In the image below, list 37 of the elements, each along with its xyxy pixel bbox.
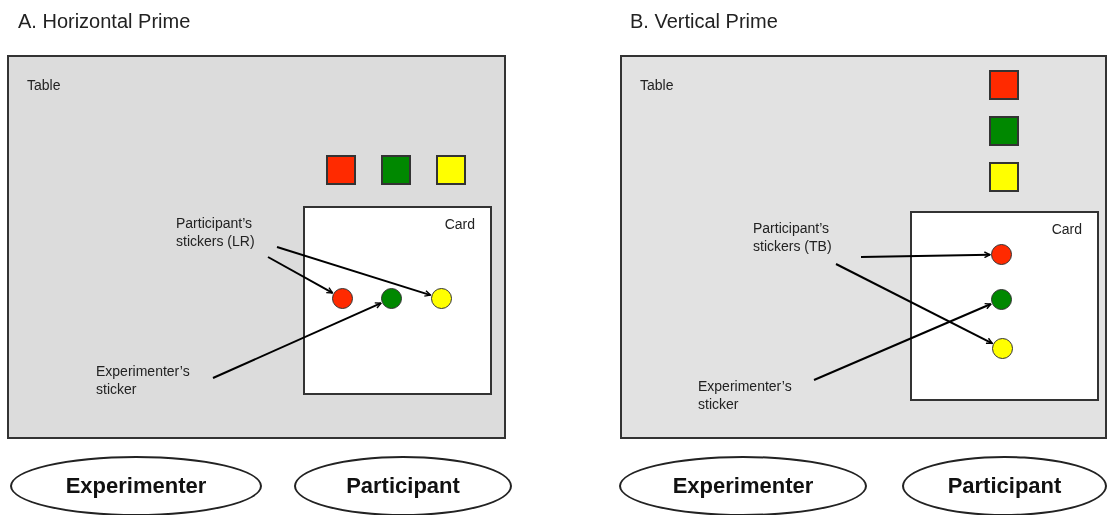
table-area xyxy=(7,55,506,439)
sticker-label: Experimenter’s sticker xyxy=(96,362,208,400)
colored-square xyxy=(989,70,1019,100)
table-label: Table xyxy=(640,77,674,93)
arrow xyxy=(212,302,382,379)
person-label: Participant xyxy=(346,473,460,499)
colored-square xyxy=(326,155,356,185)
sticker-label: Participant’s stickers (LR) xyxy=(176,214,276,252)
sticker-label: Experimenter’s sticker xyxy=(698,377,810,415)
card xyxy=(910,211,1099,401)
colored-square xyxy=(989,162,1019,192)
card-label: Card xyxy=(1051,221,1082,237)
sticker-label: Participant’s stickers (TB) xyxy=(753,219,853,257)
colored-square xyxy=(381,155,411,185)
arrow xyxy=(835,263,994,345)
sticker-dot xyxy=(992,338,1013,359)
colored-square xyxy=(436,155,466,185)
panel-heading: B. Vertical Prime xyxy=(630,10,778,33)
person-label: Participant xyxy=(947,473,1062,499)
person-label: Experimenter xyxy=(65,473,207,499)
arrow xyxy=(267,256,334,294)
table-area xyxy=(620,55,1107,439)
sticker-dot xyxy=(431,288,452,309)
card xyxy=(303,206,492,395)
sticker-dot xyxy=(991,289,1012,310)
colored-square xyxy=(989,116,1019,146)
card-label: Card xyxy=(444,216,475,232)
arrow xyxy=(860,251,991,259)
arrow xyxy=(813,302,992,381)
table-label: Table xyxy=(27,77,61,93)
sticker-dot xyxy=(991,244,1012,265)
arrow xyxy=(276,246,432,297)
person-ellipse xyxy=(902,456,1107,515)
person-label: Experimenter xyxy=(672,473,814,499)
sticker-dot xyxy=(332,288,353,309)
panel-heading: A. Horizontal Prime xyxy=(18,10,191,33)
sticker-dot xyxy=(381,288,402,309)
